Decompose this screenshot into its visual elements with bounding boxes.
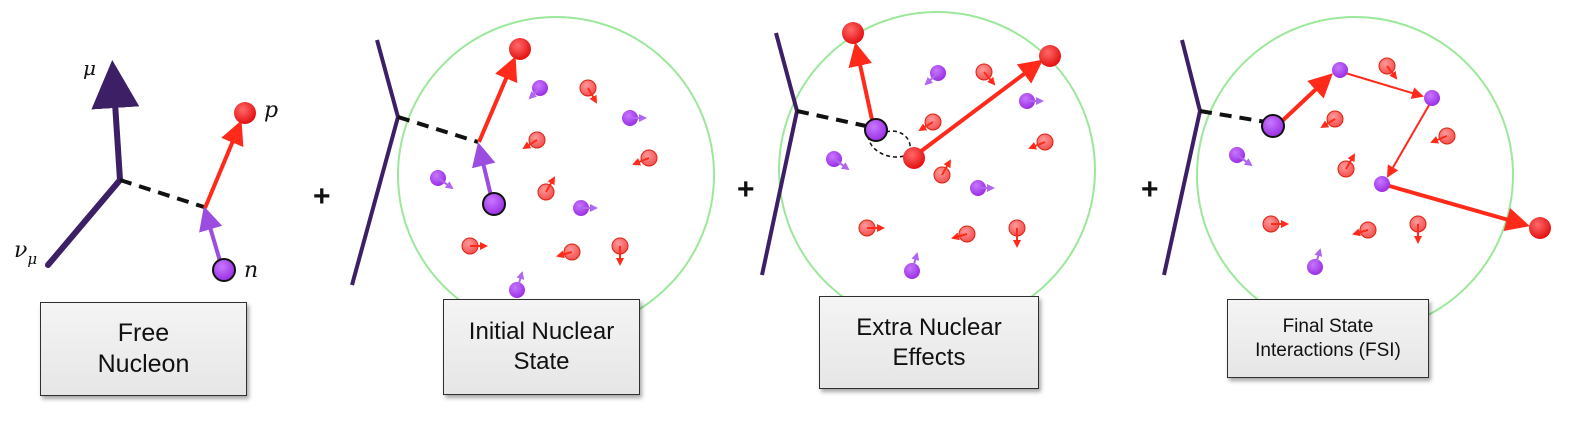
momentum-arrow [1352,228,1369,237]
proton-particle [1529,217,1551,239]
muon-line [91,60,140,181]
caption-extra-nuclear-effects: Extra Nuclear Effects [819,296,1039,389]
neutron-particle [212,258,236,282]
proton-particle [842,22,864,44]
neutrino-line [774,32,799,112]
spectator-nucleons [1229,57,1456,275]
w-boson-line [796,109,867,128]
plus-operator: + [737,173,755,206]
momentum-arrow [941,159,951,176]
momentum-arrow [1345,153,1355,170]
momentum-arrow [437,177,454,190]
momentum-arrow [1236,154,1253,167]
neutrino-symbol: ν [14,238,27,263]
caption-free-nucleon: Free Nucleon [40,302,247,396]
momentum-arrow [1320,118,1336,129]
proton-label: p [264,98,278,123]
proton-particle [234,102,256,124]
struck-neutron [482,192,506,216]
momentum-arrow [951,232,968,241]
proton-track [1278,73,1333,125]
muon-line [350,116,400,286]
proton-track [848,42,876,130]
correlation-link [885,130,911,151]
momentum-arrow [587,87,597,104]
caption-line: Free [117,318,170,347]
momentum-arrow [556,250,573,259]
proton-track [203,120,244,209]
momentum-arrow [632,157,650,166]
momentum-arrow [528,87,541,100]
proton-track [914,59,1044,157]
neutron-track [472,142,496,201]
panel-initial-nuclear-state [350,16,715,334]
neutrino-line [375,39,400,118]
neutrino-label: νμ [14,238,37,268]
momentum-arrow [1430,135,1448,144]
muon-line [1162,110,1202,276]
momentum-arrow [918,121,934,132]
caption-line: State [513,348,570,375]
neutron-label: n [244,258,258,283]
caption-line: Nucleon [97,350,190,378]
struck-neutron [864,118,888,142]
momentum-arrow [1028,141,1046,150]
panel-extra-nuclear-effects [760,11,1096,329]
momentum-arrow [911,252,920,272]
proton-particle [509,38,531,60]
momentum-arrow [522,139,538,150]
caption-line: Interactions (FSI) [1255,339,1401,361]
momentum-arrow [1386,65,1398,80]
w-boson-line [1199,109,1267,124]
caption-line: Final State [1282,315,1374,337]
caption-line: Effects [892,343,966,371]
struck-neutron [1261,114,1285,138]
momentum-arrow [545,176,555,193]
neutrino-line [45,177,123,268]
nucleus-outline [1196,16,1514,334]
scattering-neutron [1374,176,1390,192]
momentum-arrow [983,71,996,86]
momentum-arrow [516,271,525,291]
caption-line: Extra Nuclear [856,313,1002,341]
spectator-nucleons [826,63,1054,279]
momentum-arrow [1314,248,1323,268]
scattering-neutron [1332,62,1348,78]
momentum-arrow [833,158,850,171]
panel-final-state-interactions [1162,16,1551,334]
rescatter-track [1386,99,1433,178]
caption-initial-nuclear-state: Initial Nuclear State [443,299,640,395]
w-boson-line [119,178,205,209]
muon-line [760,110,799,276]
panel-free-nucleon: μ p n νμ [14,56,278,283]
plus-operator: + [313,180,331,213]
neutrino-subscript: μ [27,250,37,268]
neutrino-line [1180,39,1202,112]
rescatter-track [1341,71,1424,99]
proton-particle [1039,45,1061,67]
caption-line: Initial Nuclear [468,318,615,345]
caption-final-state-interactions: Final State Interactions (FSI) [1227,299,1429,378]
plus-operator: + [1141,173,1159,206]
spectator-nucleons [430,79,658,298]
scattering-neutron [1424,90,1440,106]
proton-track [477,56,518,143]
muon-label: μ [83,56,96,80]
correlated-proton [903,147,925,169]
momentum-arrow [924,72,939,86]
w-boson-line [397,115,479,144]
neutron-track [199,206,224,269]
proton-track [1385,183,1530,232]
